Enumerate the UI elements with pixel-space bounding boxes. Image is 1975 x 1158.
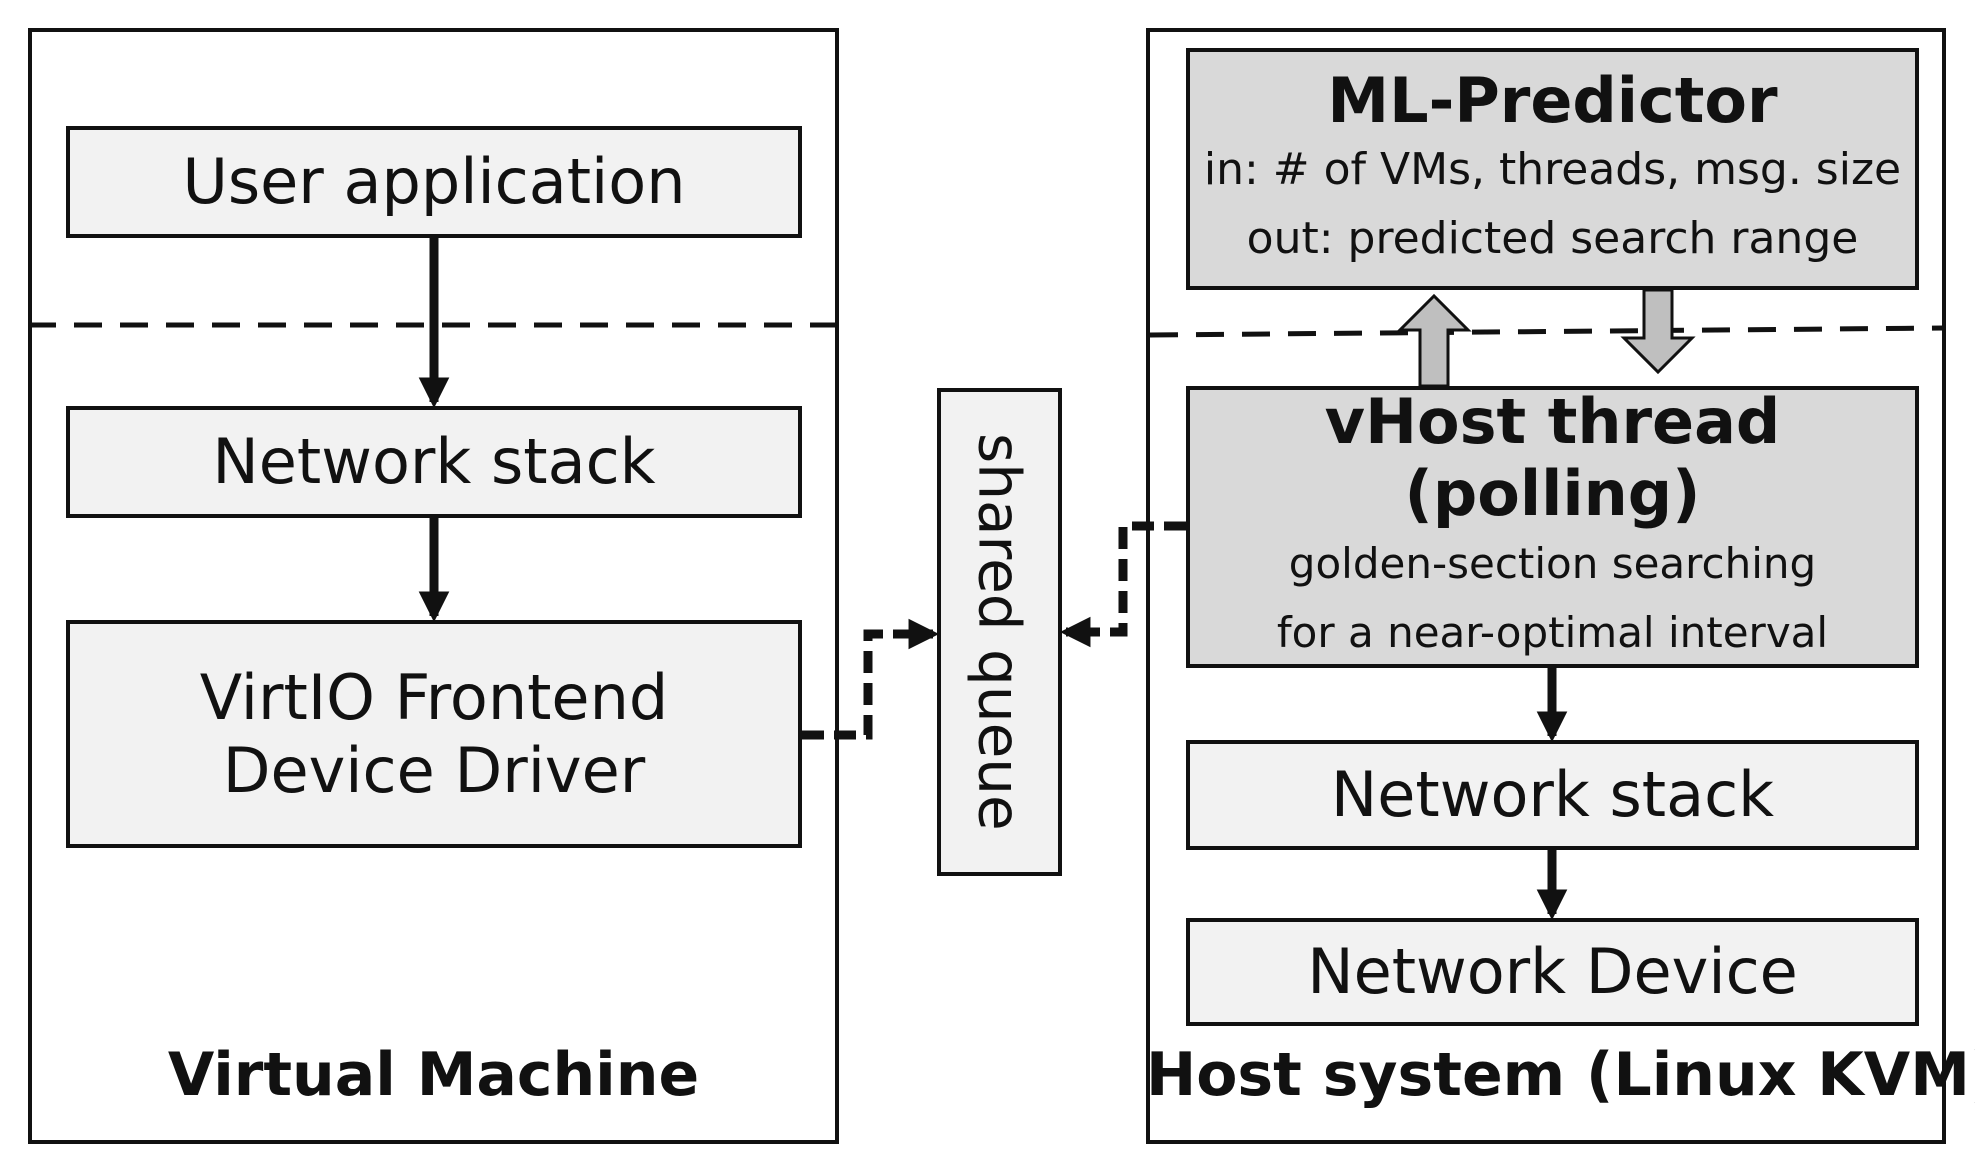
user-application-box: User application: [66, 126, 802, 238]
arrow-driver-to-queue: [802, 618, 940, 740]
vhost-thread-title: vHost thread (polling): [1324, 385, 1781, 530]
ml-predictor-title: ML-Predictor: [1327, 64, 1778, 138]
hollow-arrow-vhost-to-predictor: [1396, 293, 1472, 388]
ml-predictor-box: ML-Predictor in: # of VMs, threads, msg.…: [1186, 48, 1919, 290]
user-application-label: User application: [182, 145, 686, 219]
vm-network-stack-label: Network stack: [212, 425, 656, 499]
host-dashed-separator: [1149, 325, 1945, 338]
hollow-arrow-predictor-to-vhost: [1620, 288, 1696, 375]
ml-predictor-output: out: predicted search range: [1246, 212, 1859, 264]
virtual-machine-label: Virtual Machine: [167, 1040, 700, 1110]
ml-predictor-input: in: # of VMs, threads, msg. size: [1203, 144, 1902, 196]
host-network-stack-label: Network stack: [1330, 758, 1775, 832]
vhost-thread-line2: for a near-optimal interval: [1276, 608, 1829, 658]
virtio-driver-line1: VirtIO Frontend: [199, 660, 669, 734]
shared-queue-text-wrap: shared queue: [937, 388, 1062, 876]
virtio-frontend-driver-box: VirtIO Frontend Device Driver: [66, 620, 802, 848]
arrow-vhost-to-queue: [1059, 521, 1186, 648]
vhost-thread-box: vHost thread (polling) golden-section se…: [1186, 386, 1919, 668]
vhost-thread-line1: golden-section searching: [1288, 539, 1817, 588]
vm-network-stack-box: Network stack: [66, 406, 802, 518]
network-device-label: Network Device: [1307, 935, 1798, 1009]
host-system-label: Host system (Linux KVM): [1146, 1040, 1975, 1110]
virtio-driver-line2: Device Driver: [222, 734, 646, 807]
shared-queue-label: shared queue: [965, 433, 1034, 831]
